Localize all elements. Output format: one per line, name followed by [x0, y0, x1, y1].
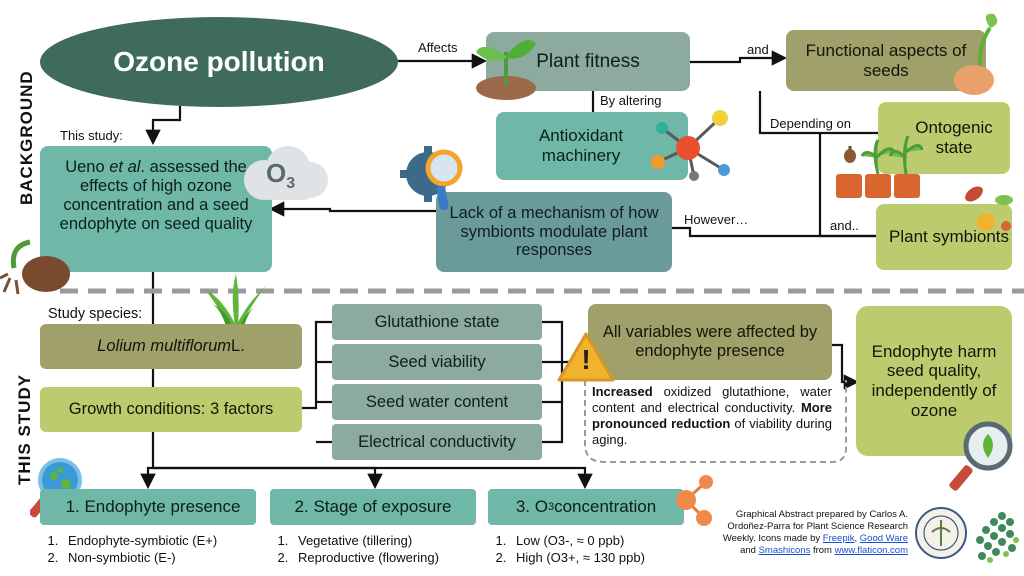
factor-o3-title-sub: 3 [547, 500, 555, 513]
growth-conditions-node: Growth conditions: 3 factors [40, 387, 302, 432]
leaf-magnifier-icon [948, 420, 1014, 494]
ontogenic-state-node: Ontogenic state [878, 102, 1010, 174]
list-item: High (O3+, ≈ 130 ppb) [510, 549, 645, 566]
journal-logo [972, 508, 1020, 564]
freepik-link[interactable]: Freepik [822, 533, 855, 544]
variable-water-content: Seed water content [332, 384, 542, 420]
summary-text-pre: Ueno [65, 158, 110, 176]
o3-cloud-icon: O3 [236, 142, 336, 206]
warning-glyph: ! [581, 344, 591, 375]
conclusion-node: Endophyte harm seed quality, independent… [856, 306, 1012, 456]
list-item: Reproductive (flowering) [292, 549, 439, 566]
line-depending-on [758, 91, 878, 135]
credits-from: from [810, 545, 835, 556]
warning-icon: ! [556, 330, 616, 384]
germinating-seed-icon [0, 228, 80, 298]
summary-text-post: . assessed the effects of high ozone con… [59, 158, 253, 233]
smashicons-link[interactable]: Smashicons [758, 545, 811, 556]
result-text-2: of viability during aging. [592, 416, 832, 447]
edge-label-however: However… [684, 212, 749, 227]
credits-line3: Weekly. Icons made by [722, 533, 823, 544]
o3-cloud-subscript: 3 [286, 175, 296, 193]
result-callout-border [584, 380, 847, 463]
factor-o3-title-post: concentration [554, 497, 657, 517]
study-species-label: Study species: [48, 306, 143, 322]
variable-viability: Seed viability [332, 344, 542, 380]
flaticon-link[interactable]: www.flaticon.com [834, 545, 908, 556]
microbes-icon [960, 180, 1020, 242]
list-item: Non-symbiotic (E-) [62, 549, 217, 566]
goodware-link[interactable]: Good Ware [859, 533, 908, 544]
factor-endophyte-presence: 1. Endophyte presence [40, 489, 256, 525]
credits-line4: and [740, 545, 759, 556]
result-bold-reduction: More pronounced reduction [592, 400, 832, 431]
seed-sprout-icon [950, 10, 1008, 100]
section-label-background: BACKGROUND [17, 70, 36, 205]
edge-label-by-altering: By altering [600, 93, 662, 108]
result-text-1: oxidized glutathione, water content and … [592, 384, 832, 415]
species-authority: L. [231, 337, 245, 356]
seedling-pots-icon [832, 134, 924, 202]
result-details: Increased oxidized glutathione, water co… [592, 384, 832, 448]
factor-stage-of-exposure: 2. Stage of exposure [270, 489, 476, 525]
result-header-node: All variables were affected by endophyte… [588, 304, 832, 380]
ozone-pollution-node: Ozone pollution [40, 17, 398, 107]
grass-icon [200, 274, 270, 326]
result-bold-increased: Increased [592, 384, 653, 399]
lack-of-mechanism-node: Lack of a mechanism of how symbionts mod… [436, 192, 672, 272]
edge-label-depending-on: Depending on [770, 116, 851, 131]
credits: Graphical Abstract prepared by Carlos A.… [690, 509, 908, 557]
o3-cloud-label: O [266, 158, 287, 188]
species-name: Lolium multiflorum [97, 337, 232, 356]
society-seal-logo [914, 506, 968, 560]
sprout-icon [470, 22, 540, 100]
credits-sep: , [854, 533, 860, 544]
list-item: Endophyte-symbiotic (E+) [62, 532, 217, 549]
molecule-icon [646, 104, 738, 188]
this-study-summary-node: Ueno et al. assessed the effects of high… [40, 146, 272, 272]
list-item: Low (O3-, ≈ 0 ppb) [510, 532, 645, 549]
species-node: Lolium multiflorum L. [40, 324, 302, 369]
edge-label-and: and [747, 42, 769, 57]
edge-label-this-study: This study: [60, 128, 123, 143]
credits-line1: Graphical Abstract prepared by Carlos A. [735, 509, 908, 520]
functional-aspects-node: Functional aspects of seeds [786, 30, 986, 91]
variable-glutathione: Glutathione state [332, 304, 542, 340]
credits-line2: Ordoñez-Parra for Plant Science Research [727, 521, 908, 532]
edge-label-affects: Affects [418, 40, 458, 55]
list-item: Vegetative (tillering) [292, 532, 439, 549]
factor-endophyte-list: Endophyte-symbiotic (E+) Non-symbiotic (… [40, 532, 217, 566]
molecule-orange-icon [666, 470, 716, 530]
arrow-and [690, 50, 788, 66]
factor-o3-list: Low (O3-, ≈ 0 ppb) High (O3+, ≈ 130 ppb) [488, 532, 645, 566]
variable-electrical-conductivity: Electrical conductivity [332, 424, 542, 460]
factor-stage-list: Vegetative (tillering) Reproductive (flo… [270, 532, 439, 566]
arrow-lack-to-ueno [268, 201, 436, 217]
summary-text-italic: et al [109, 158, 141, 176]
edge-label-and2: and.. [830, 218, 859, 233]
arrow-this-study [145, 106, 182, 146]
factor-o3-title-pre: 3. O [515, 497, 548, 517]
gear-magnifier-icon [398, 140, 478, 220]
